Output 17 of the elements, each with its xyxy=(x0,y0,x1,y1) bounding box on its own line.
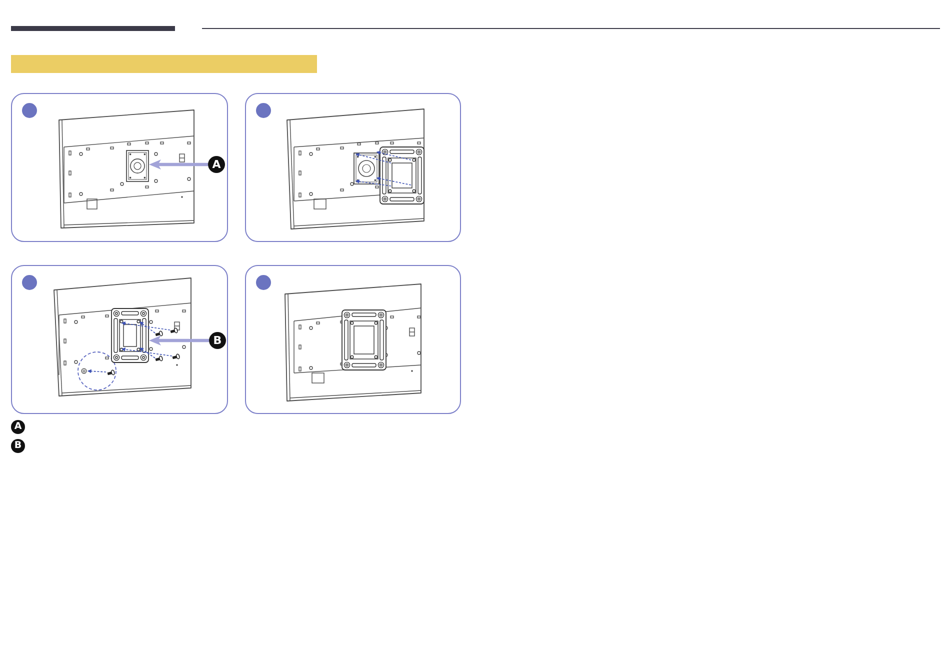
callout-label: A xyxy=(208,156,225,173)
step-marker-icon xyxy=(22,103,37,118)
legend-callout: B xyxy=(11,439,25,453)
leader-arrow xyxy=(149,160,208,170)
step-marker-icon xyxy=(256,275,271,290)
step-marker-icon xyxy=(256,103,271,118)
legend-callout: A xyxy=(11,420,25,434)
leader-arrow xyxy=(149,336,209,346)
section-heading-bar xyxy=(11,55,317,73)
step-panel xyxy=(245,265,461,414)
step-panel xyxy=(11,93,228,242)
step-panel xyxy=(11,265,228,414)
mounting-bracket xyxy=(111,308,149,363)
callout-label: B xyxy=(209,332,226,349)
step-panel xyxy=(245,93,461,242)
mount-plate xyxy=(126,150,149,182)
step-marker-icon xyxy=(22,275,37,290)
